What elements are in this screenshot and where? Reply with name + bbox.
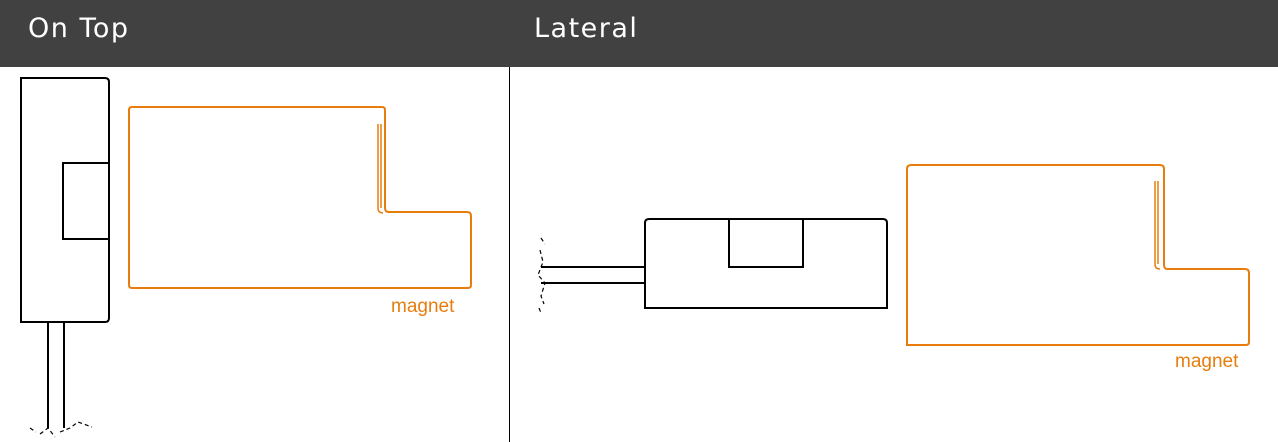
cable-break-mark: [537, 237, 546, 314]
panel-title-on-top: On Top: [28, 13, 130, 44]
panel-divider: [509, 67, 510, 442]
magnet-clip-detail: [1154, 181, 1161, 270]
header-bar: On Top Lateral: [0, 0, 1278, 67]
cable-break-mark: [29, 421, 93, 438]
magnet-clip-detail: [377, 124, 384, 214]
magnet-outline: [128, 106, 472, 289]
magnet-label-lateral: magnet: [1175, 351, 1239, 372]
panel-title-lateral: Lateral: [534, 13, 639, 44]
on-top-diagram: [20, 77, 472, 438]
sensor-notch: [728, 219, 804, 268]
magnet-label-on-top: magnet: [391, 296, 455, 317]
magnet-outline: [906, 164, 1250, 346]
sensor-notch: [62, 162, 109, 240]
lateral-diagram: [537, 164, 1250, 346]
sensor-housing: [644, 218, 888, 309]
sensor-housing: [20, 77, 110, 323]
